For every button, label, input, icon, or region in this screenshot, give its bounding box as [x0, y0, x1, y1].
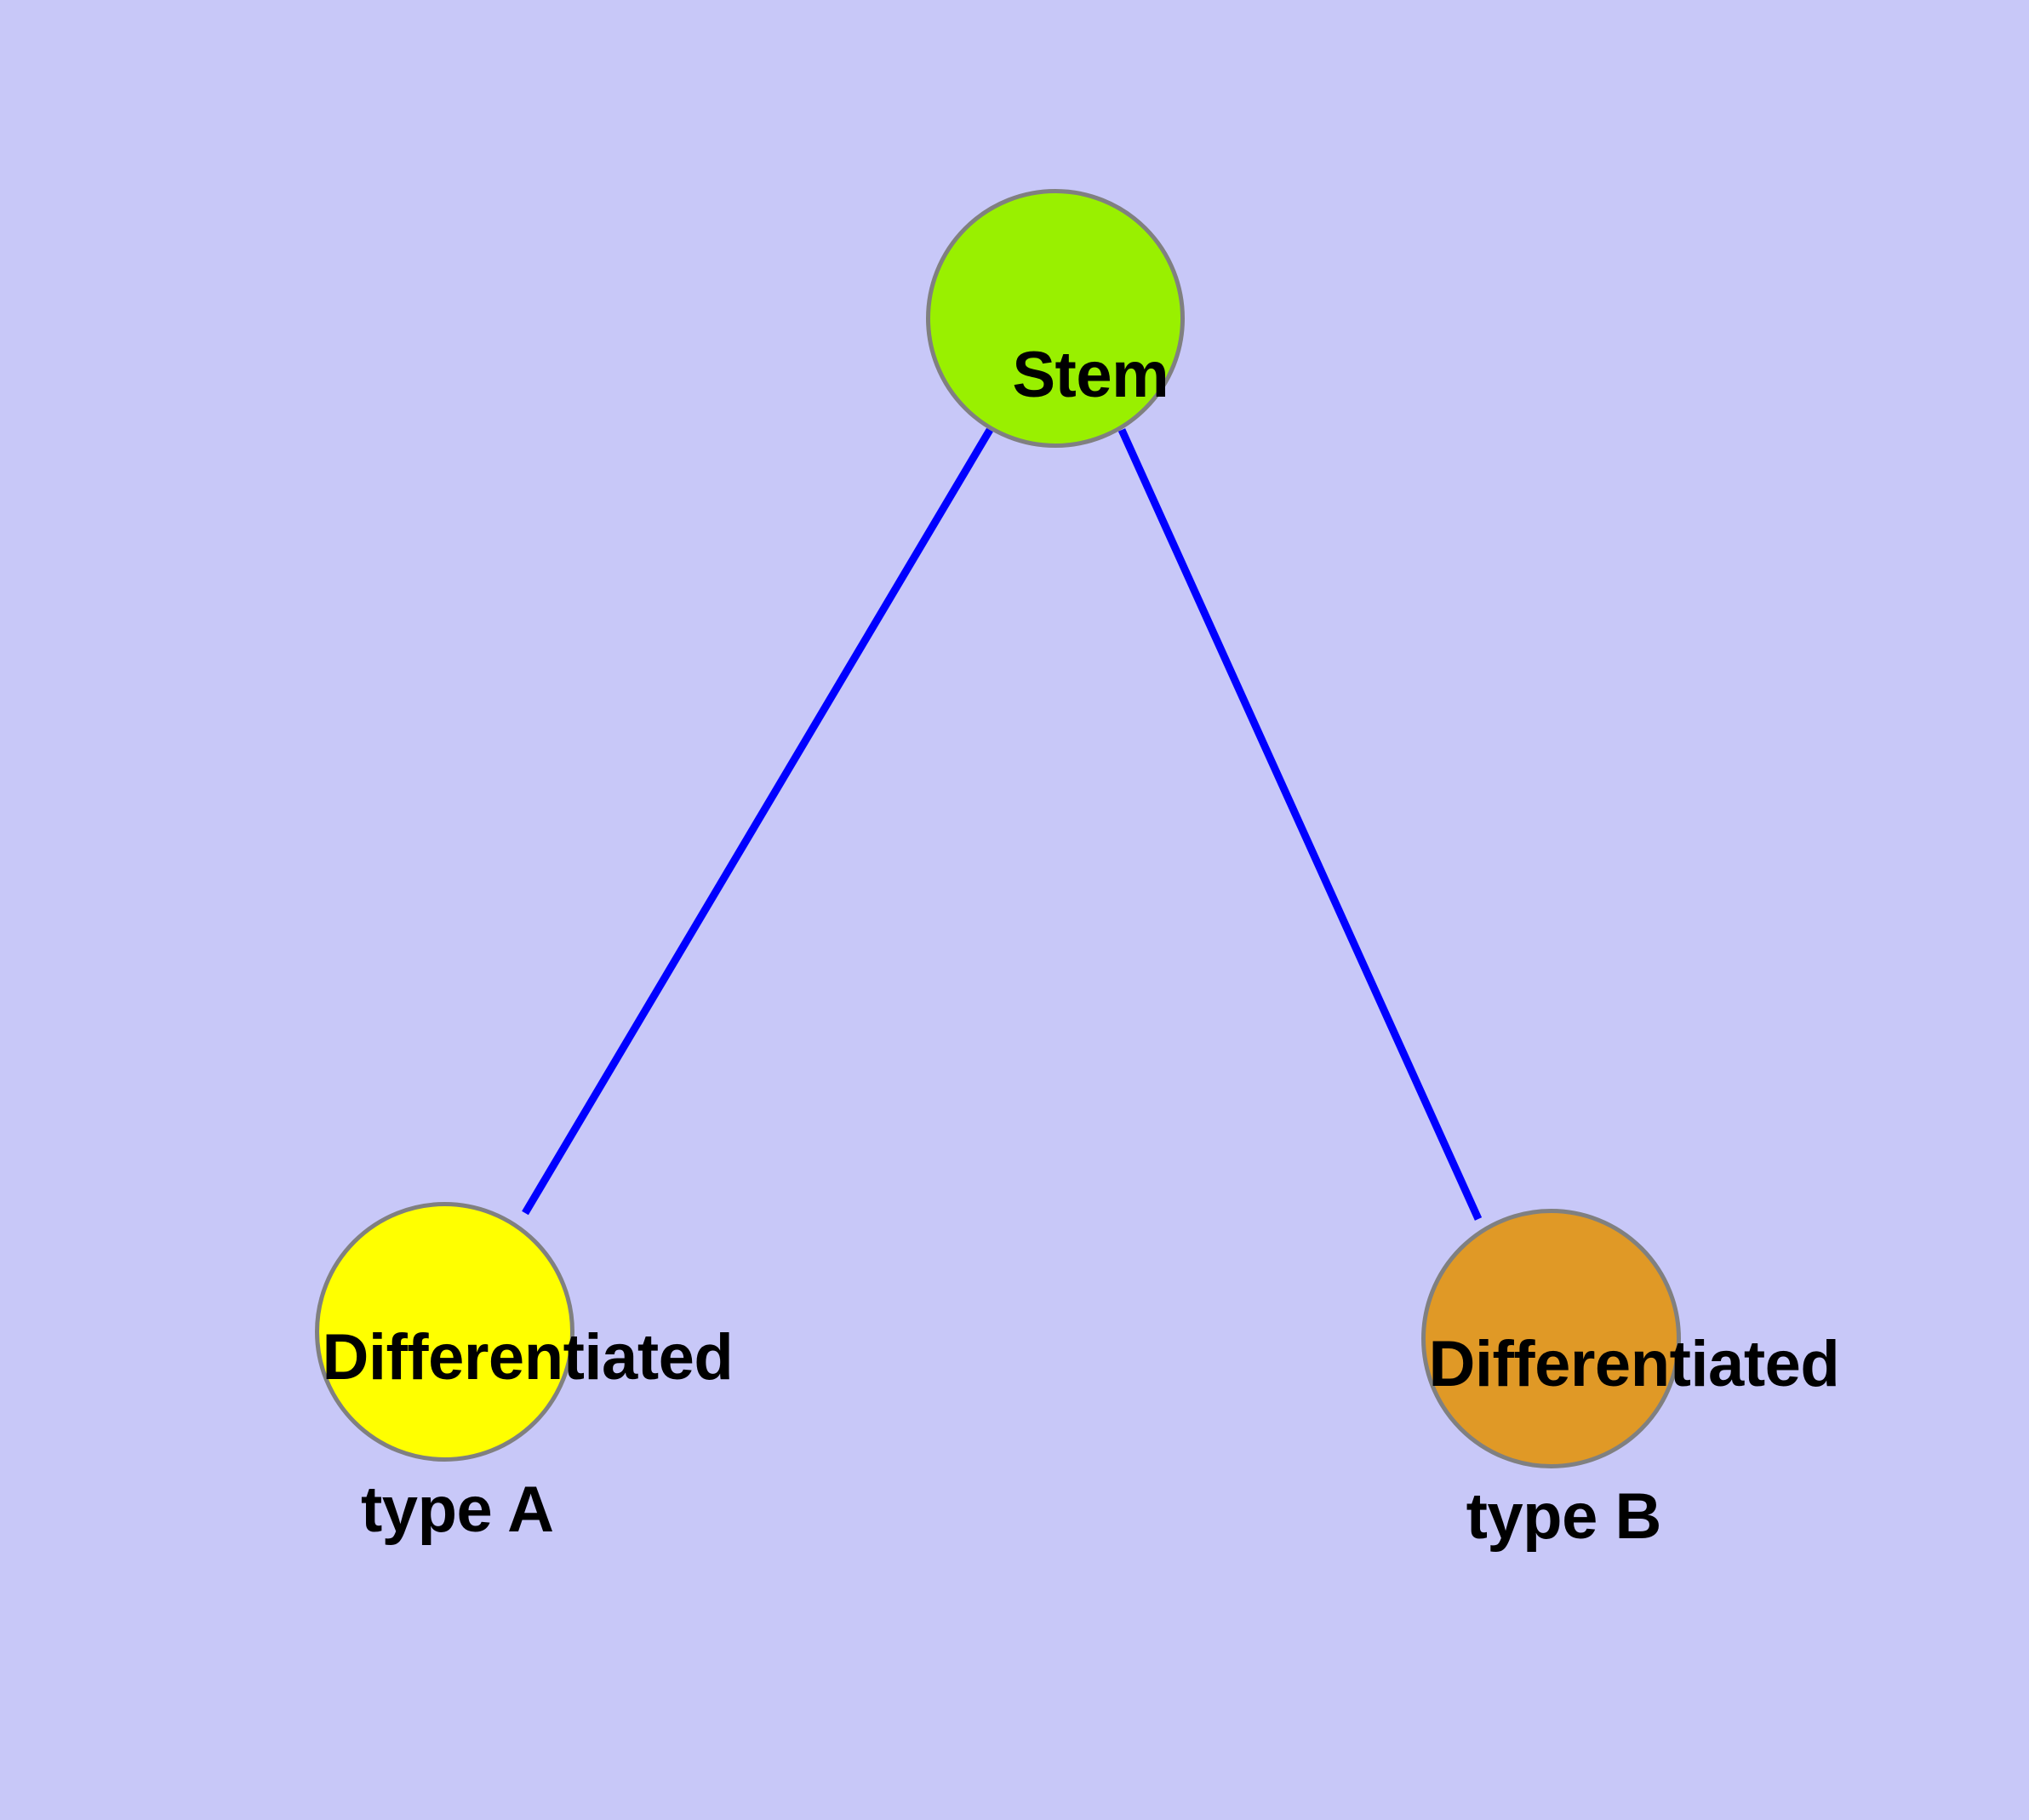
node-differentiated-type-b[interactable] [1421, 1209, 1681, 1468]
node-differentiated-type-a[interactable] [315, 1202, 574, 1462]
node-stem[interactable] [926, 189, 1185, 448]
edge-stem-to-type-b [1117, 428, 1483, 1221]
edge-stem-to-type-a [522, 427, 993, 1216]
